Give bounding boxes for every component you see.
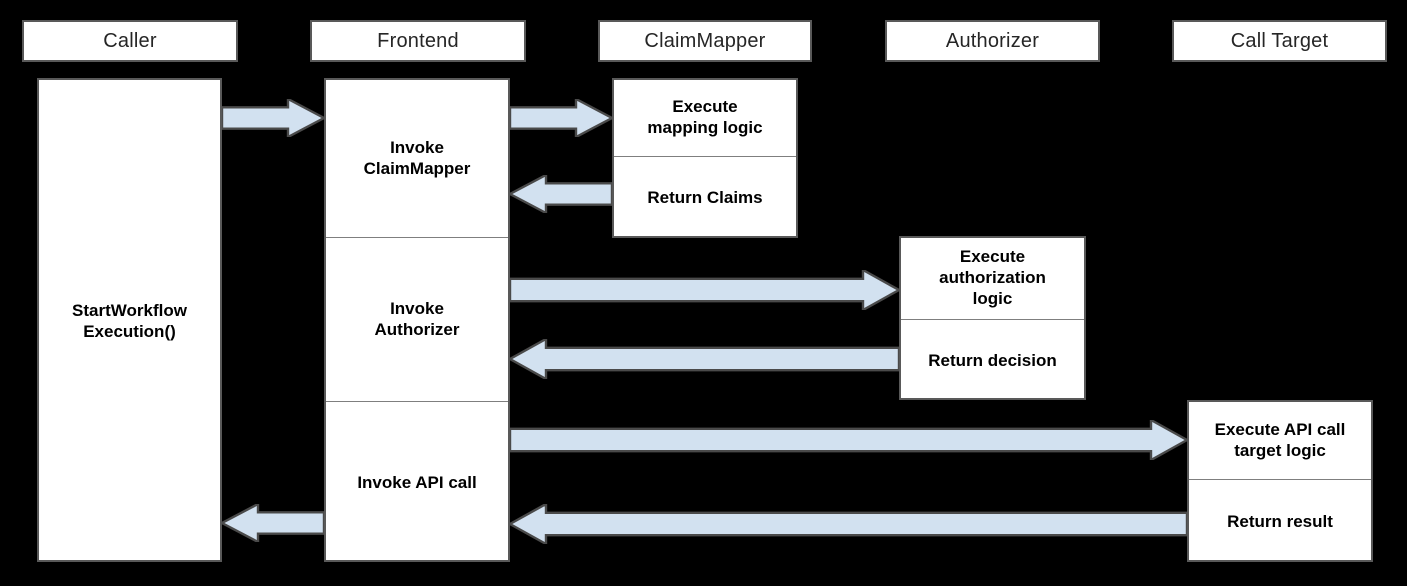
msg-authorizer-to-frontend (510, 339, 899, 379)
activation-segment-calltarget-1: Return result (1227, 511, 1333, 531)
msg-caller-to-frontend (222, 99, 324, 137)
activation-segment-claimmapper-1: Return Claims (647, 188, 763, 208)
arrow-shape (222, 504, 324, 542)
activation-segment-authorizer-1: Return decision (928, 350, 1057, 370)
lifeline-header-caller: Caller (22, 20, 238, 62)
msg-frontend-to-claimmapper (510, 99, 612, 137)
arrow-shape (510, 175, 612, 213)
arrow-shape (510, 99, 612, 137)
arrow-shape (510, 504, 1187, 544)
lifeline-header-calltarget: Call Target (1172, 20, 1387, 62)
activation-segment-frontend-2: Invoke API call (357, 472, 477, 492)
arrow-shape (222, 99, 324, 137)
msg-claimmapper-to-frontend (510, 175, 612, 213)
msg-frontend-to-caller (222, 504, 324, 542)
lifeline-header-frontend: Frontend (310, 20, 526, 62)
msg-frontend-to-authorizer (510, 270, 899, 310)
msg-frontend-to-calltarget (510, 420, 1187, 460)
lifeline-header-claimmapper: ClaimMapper (598, 20, 812, 62)
msg-calltarget-to-frontend (510, 504, 1187, 544)
arrow-shape (510, 339, 899, 379)
arrow-shape (510, 270, 899, 310)
lifeline-header-authorizer: Authorizer (885, 20, 1100, 62)
arrow-shape (510, 420, 1187, 460)
